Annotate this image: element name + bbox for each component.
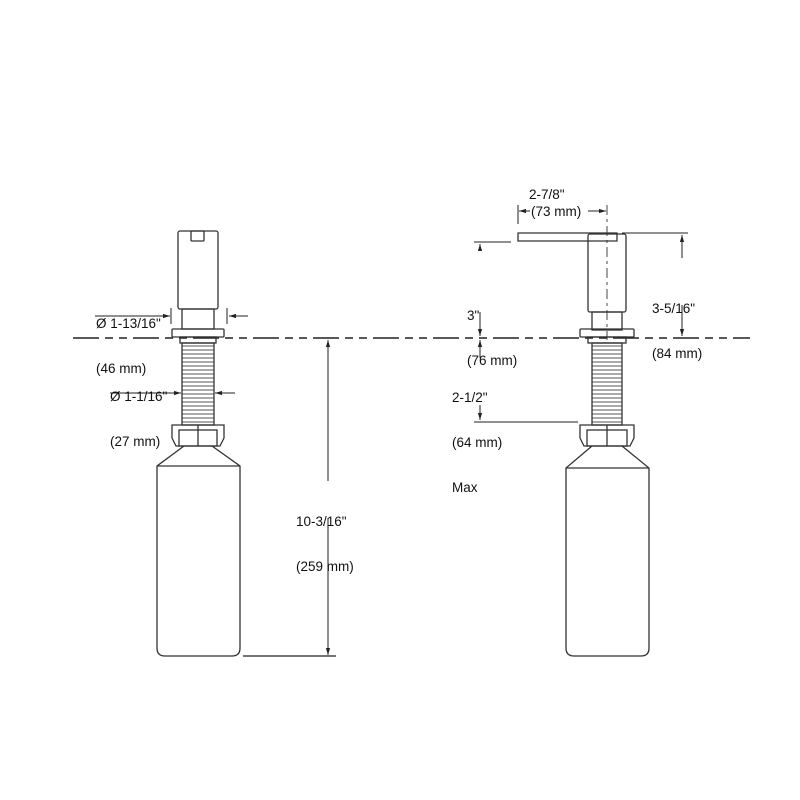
soap-bottle	[156, 445, 241, 657]
max-deck-thickness-note: Max	[452, 480, 478, 495]
overall-below-deck-mm: (259 mm)	[296, 559, 354, 574]
top-diameter-inch: Ø 1-13/16"	[96, 316, 161, 331]
shank-diameter-label: Ø 1-1/16" (27 mm)	[110, 359, 167, 464]
spout-reach-mm-label: (73 mm)	[531, 204, 582, 219]
overall-height-inch: 3-5/16"	[652, 301, 696, 316]
threaded-shank	[181, 342, 215, 426]
soap-bottle	[565, 445, 650, 657]
max-deck-thickness-mm: (64 mm)	[452, 435, 503, 450]
front-view-dispenser	[156, 230, 241, 657]
overall-height-mm: (84 mm)	[652, 346, 703, 361]
top-diameter-mm: (46 mm)	[96, 361, 147, 376]
spout-reach-inch-label: 2-7/8"	[529, 187, 565, 202]
pump-neck	[181, 308, 215, 330]
spout-height-label: 3" (76 mm)	[467, 278, 517, 383]
pump-button	[190, 230, 205, 242]
side-view-dispenser	[517, 232, 650, 657]
pump-head	[177, 230, 219, 310]
max-deck-thickness-inch: 2-1/2"	[452, 390, 488, 405]
overall-below-deck-inch: 10-3/16"	[296, 514, 347, 529]
mounting-nut	[579, 424, 635, 447]
overall-height-label: 3-5/16" (84 mm)	[652, 271, 702, 376]
spout-arm	[517, 232, 618, 242]
deck-flange	[171, 328, 225, 338]
max-deck-thickness-label: 2-1/2" (64 mm) Max	[452, 360, 502, 510]
overall-below-deck-label: 10-3/16" (259 mm)	[296, 484, 354, 589]
spout-height-inch: 3"	[467, 308, 480, 323]
shank-diameter-mm: (27 mm)	[110, 434, 161, 449]
top-diameter-label: Ø 1-13/16" (46 mm)	[96, 286, 161, 391]
spout-height-mm: (76 mm)	[467, 353, 518, 368]
shank-diameter-inch: Ø 1-1/16"	[110, 389, 168, 404]
mounting-nut	[171, 424, 225, 447]
threaded-shank	[591, 342, 623, 426]
